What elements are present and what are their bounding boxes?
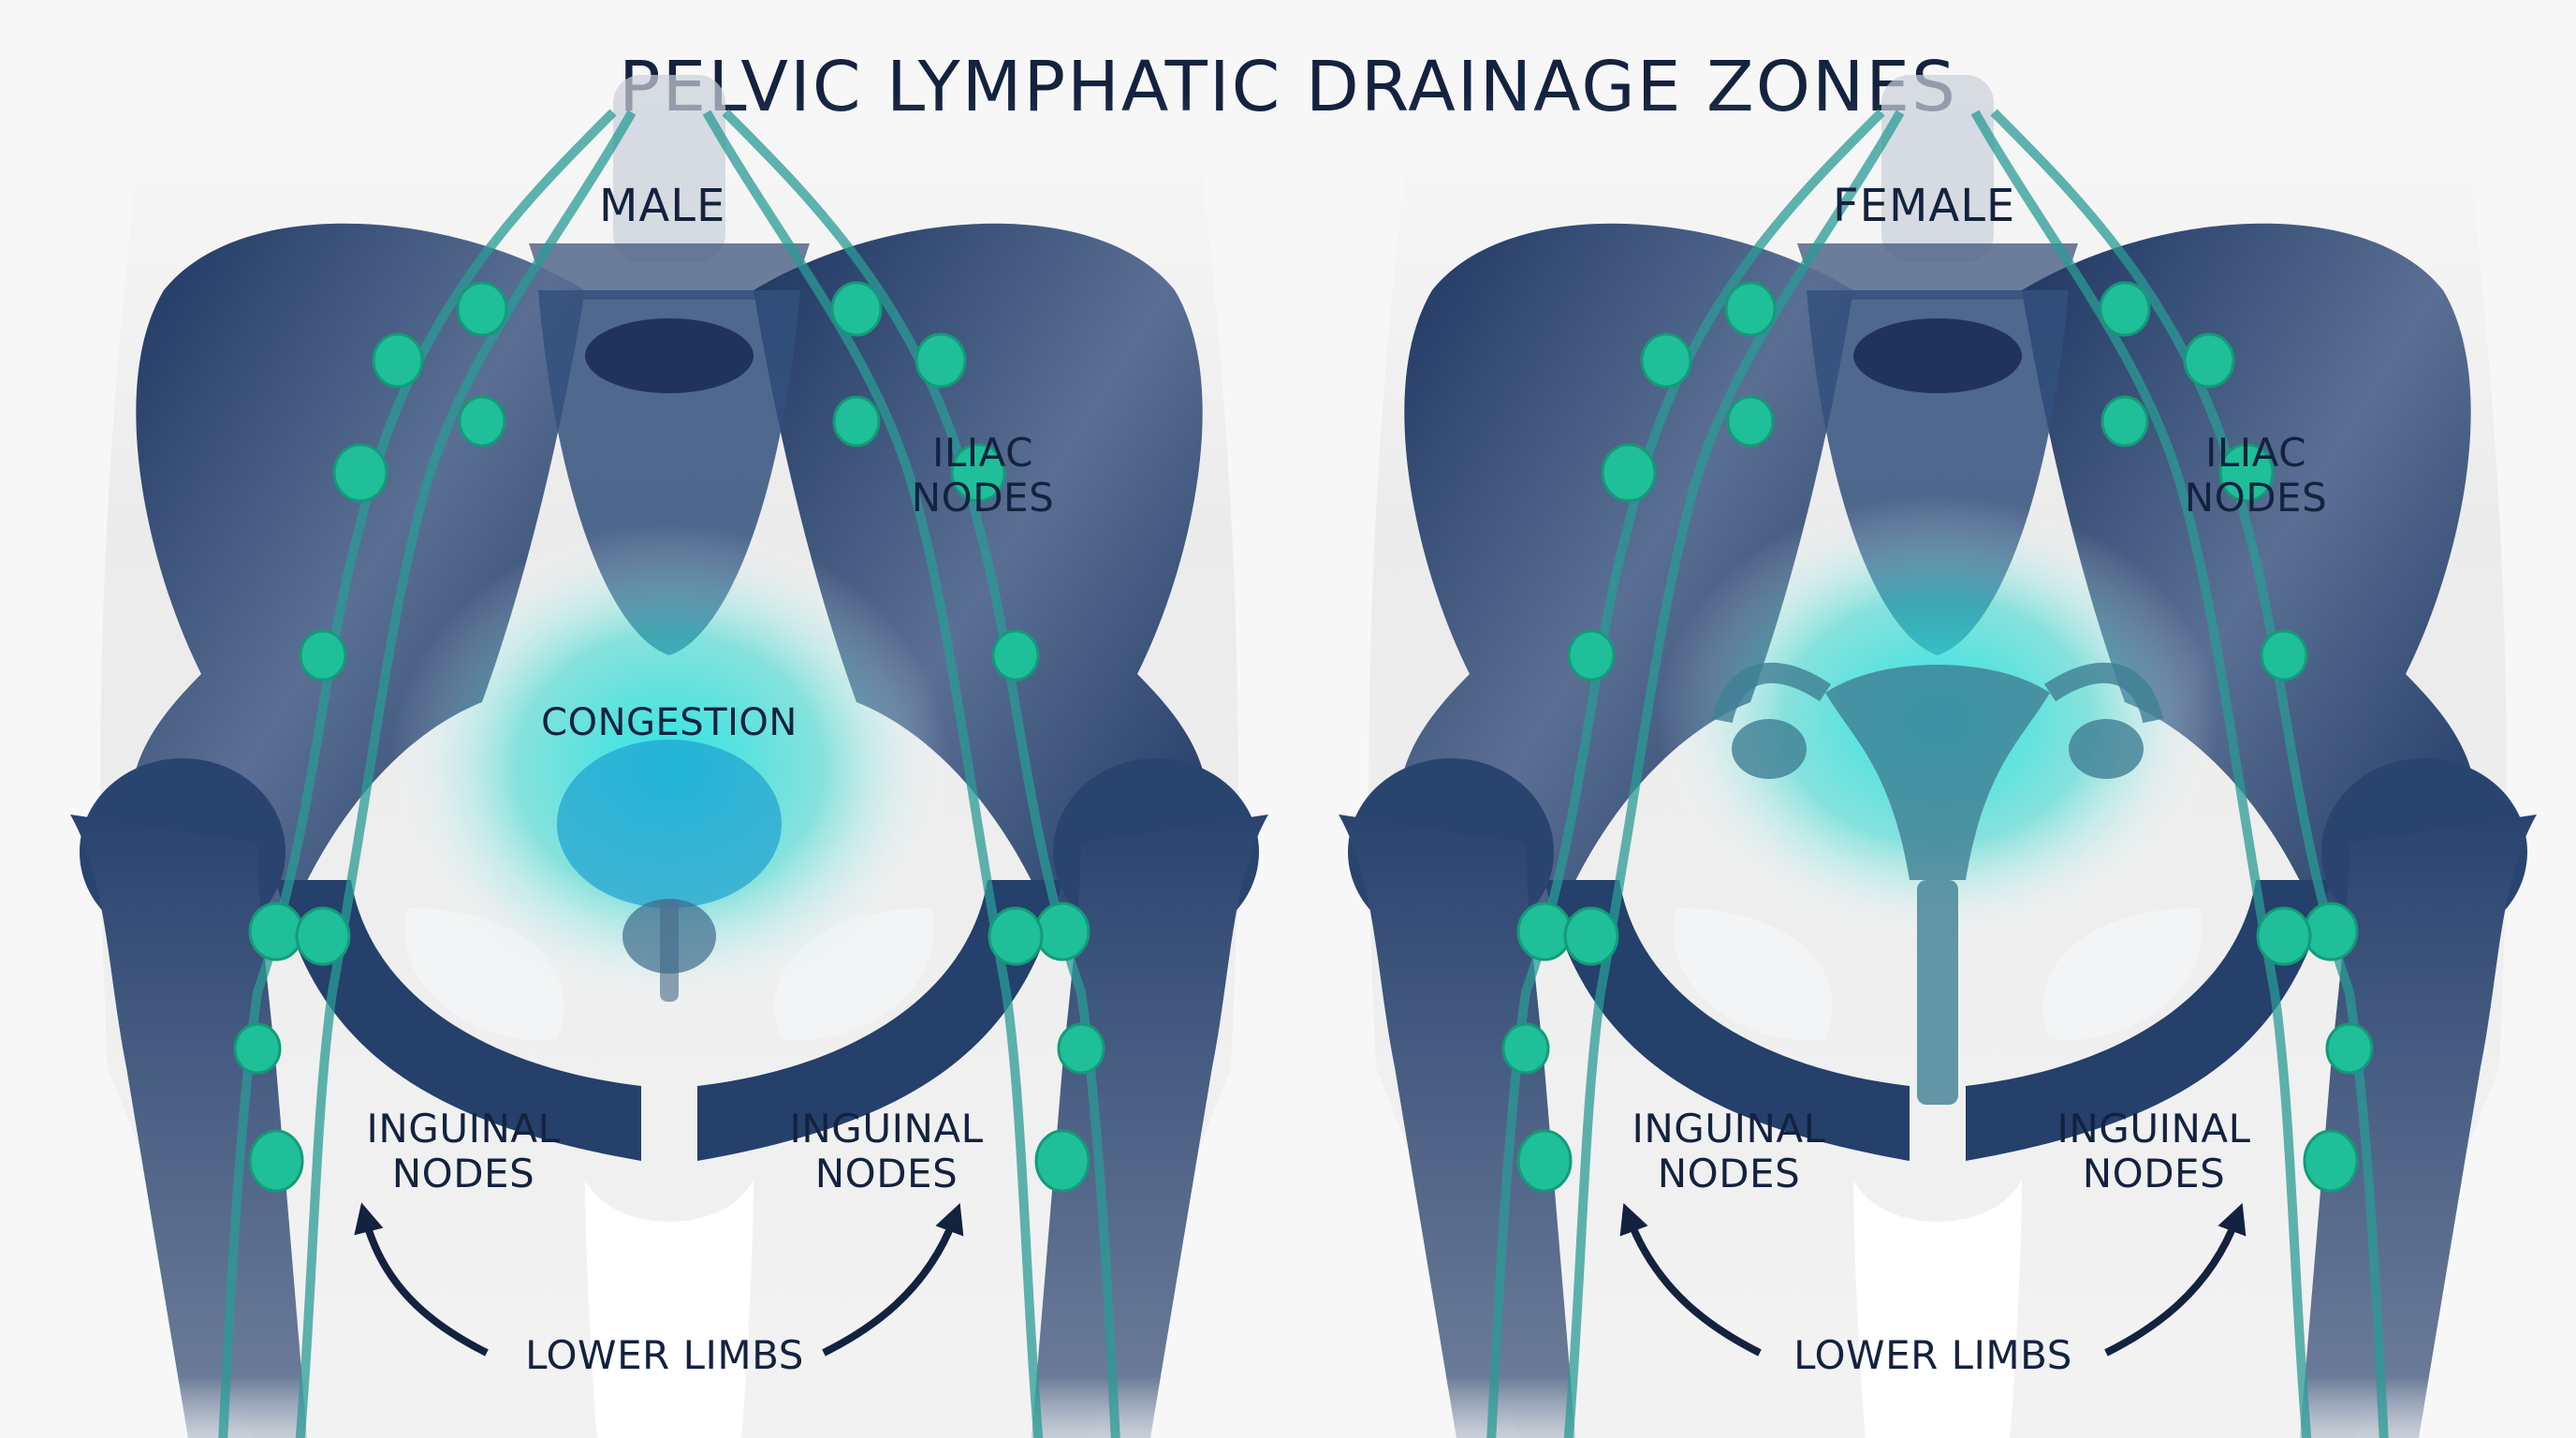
label-line: ILIAC	[932, 430, 1033, 476]
label-iliac-nodes-female: ILIAC NODES	[2172, 431, 2340, 521]
label-line: INGUINAL	[366, 1106, 561, 1152]
arrow-left-female	[1619, 1203, 1762, 1357]
arrow-left-male	[354, 1202, 489, 1357]
panel-label-male: MALE	[599, 180, 726, 232]
label-inguinal-nodes-male-right: INGUINAL NODES	[779, 1107, 994, 1196]
label-line: NODES	[1657, 1151, 1801, 1196]
label-line: NODES	[2082, 1151, 2226, 1196]
label-line: NODES	[2184, 475, 2328, 521]
bladder	[557, 740, 782, 908]
arrow-right-female	[2104, 1203, 2247, 1357]
label-inguinal-nodes-female-right: INGUINAL NODES	[2046, 1107, 2261, 1196]
label-congestion: CONGESTION	[541, 701, 798, 744]
label-lower-limbs-female: LOWER LIMBS	[1793, 1332, 2072, 1378]
label-iliac-nodes-male: ILIAC NODES	[899, 431, 1067, 521]
label-line: ILIAC	[2205, 430, 2306, 476]
label-line: NODES	[391, 1151, 535, 1196]
panel-label-female: FEMALE	[1833, 180, 2016, 232]
arrow-right-male	[822, 1203, 964, 1357]
label-line: NODES	[814, 1151, 959, 1196]
label-line: NODES	[911, 475, 1055, 521]
male-pelvis	[70, 75, 1268, 1438]
label-line: INGUINAL	[1632, 1106, 1826, 1152]
label-inguinal-nodes-male-left: INGUINAL NODES	[356, 1107, 571, 1196]
label-line: INGUINAL	[789, 1106, 984, 1152]
label-inguinal-nodes-female-left: INGUINAL NODES	[1621, 1107, 1837, 1196]
label-line: INGUINAL	[2056, 1106, 2251, 1152]
label-lower-limbs-male: LOWER LIMBS	[525, 1332, 804, 1378]
female-pelvis	[1339, 75, 2537, 1438]
uterus	[1712, 662, 2163, 1105]
